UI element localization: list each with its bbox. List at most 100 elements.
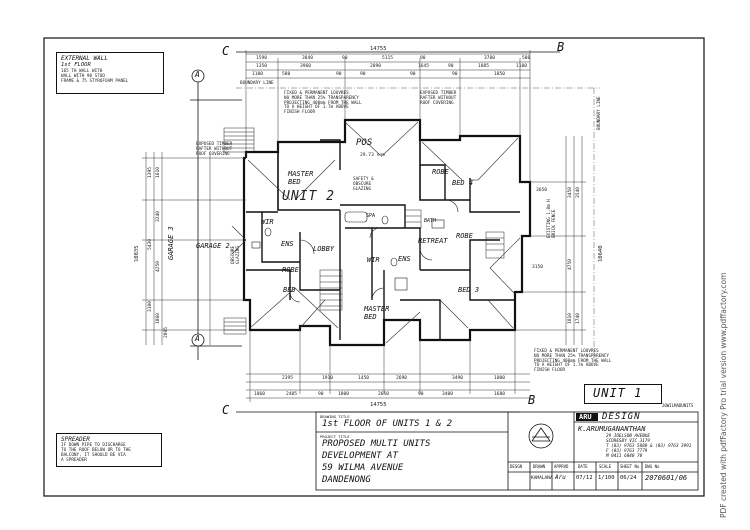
right-dim-1: 3540 [576,186,581,198]
basin-u2 [251,241,261,249]
left-dim-4: 4250 [156,260,161,272]
section-marker-c-top: C [222,44,230,58]
top-dim-1-5: 3780 [484,56,496,61]
section-marker-b-bottom: B [528,393,536,407]
section-marker-a-top: A [195,70,200,79]
section-marker-a-bottom: A [195,334,200,343]
tb-value-apprvd: Aru [555,474,566,481]
bottom-dim-2-4: 2650 [378,392,390,397]
top-dim-2-0: 1350 [256,64,268,69]
wall-u1-3 [469,178,520,213]
right-dim-4: 1740 [576,312,581,324]
top-dim-3-1: 580 [282,72,291,77]
spreader-note: SPREADER IF DOWN PIPE TO DISCHARGE TO TH… [56,433,162,467]
section-marker-c-bottom: C [222,403,230,417]
tb-drawing-title: 1st FLOOR OF UNITS 1 & 2 [322,419,453,429]
spreader-title: SPREADER [61,436,90,443]
vanity-u1 [431,219,445,229]
room-wir-u1: WIR [367,256,380,264]
right-dim-6: 3650 [536,188,548,193]
room-pos-area: 29.73 sqm [360,153,385,158]
room-spa: SPA [366,213,376,219]
dimension-lines [142,50,586,402]
top-dim-1-1: 3840 [302,56,314,61]
note-existing-fence: EXISTING 1.8m H BRICK FENCE [547,199,557,238]
room-bed-3: BED 3 [458,286,480,294]
top-dim-1-4: 90 [420,56,426,61]
boundary-lines [236,87,600,360]
top-dim-2-2: 2890 [370,64,382,69]
note-boundary-right: BOUNDARY LINE [597,96,602,130]
note-boundary-top: BOUNDARY LINE [240,81,274,86]
room-pos: POS [356,138,373,148]
tb-company-suffix: DESIGN [602,412,641,422]
bottom-dim-2-6: 3400 [442,392,454,397]
tb-project-line-4: DANDENONG [322,475,371,485]
bottom-dim-1-1: 1910 [322,376,334,381]
stairs [223,127,505,335]
bottom-dim-1-2: 1450 [358,376,370,381]
wall-u1-1 [419,140,470,201]
tb-header-dwg: DWG No [645,464,660,469]
right-dim-2: 4750 [568,258,573,270]
aru-logo-block [576,413,598,421]
spreader-line-1: IF DOWN PIPE TO DISCHARGE [61,443,126,448]
section-lines [190,51,560,413]
left-dim-7: 2895 [164,326,169,338]
right-dim-0: 3450 [568,186,573,198]
bottom-dim-2-3: 1800 [338,392,350,397]
external-wall-line-3: FRAME & 75 STYROFOAM PANEL [61,79,129,84]
tb-project-line-1: PROPOSED MULTI UNITS [322,439,431,449]
tb-contact-line-5: M 0411 6040 70 [606,454,643,459]
bottom-dim-2-5: 90 [418,392,424,397]
room-robe-u2: ROBE [282,266,299,274]
tb-header-sheet: SHEET No [620,464,640,469]
external-wall-title: EXTERNAL WALL [61,55,108,62]
left-dim-0: 1395 [148,166,153,178]
tb-value-scale: 1/100 [598,475,615,481]
top-dim-2-4: 90 [448,64,454,69]
left-dim-1: 1610 [156,166,161,178]
note-safety-glazing: SAFETY & OBSCURE GLAZING [353,177,374,192]
left-dim-2: 3240 [156,210,161,222]
roof-hip-lines [231,121,521,344]
note-obscure-glazing: OBSCURE GLAZING [231,245,241,264]
unit-label: UNIT 1 [593,386,643,400]
tb-drawing-title-label: DRAWING TITLE [320,414,350,419]
right-dim-5: 3150 [532,265,544,270]
tb-contact-line-1: 29 JOELSON AVENUE [606,434,650,439]
wall-u2-1 [277,152,340,211]
tb-contact-line-2: SCORESBY VIC 3179 [606,439,650,444]
tb-project-line-2: DEVELOPMENT AT [322,451,398,461]
room-master-bed-u2: MASTER BED [288,170,314,186]
tb-contact-name: K.ARUMUGANANTHAN [578,425,646,433]
top-dim-3-0: 1100 [252,72,264,77]
wall-center-2 [345,227,421,270]
wall-u2-7 [320,139,341,170]
fixtures [251,199,459,303]
tb-header-date: DATE [578,464,588,469]
room-retreat: RETREAT [418,237,448,245]
wall-u1-5 [469,270,515,301]
tb-header-drawn: DRAWN [533,464,546,469]
spreader-line-3: BALCONY, IT SHOULD BE VIA [61,453,126,458]
top-dim-3-3: 90 [360,72,366,77]
overall-dim-left: 10835 [134,245,140,262]
overall-dim-right: 10640 [598,245,604,262]
title-block-frame [315,411,699,491]
room-garage-2: GARAGE 2 [196,242,230,250]
note-timber-left: EXPOSED TIMBER RAFTER WITHOUT ROOF COVER… [196,142,233,157]
top-dim-2-5: 1885 [478,64,490,69]
wall-u2-3 [261,212,300,263]
bottom-dim-1-3: 2690 [396,376,408,381]
room-bed-u2: BED [283,286,296,294]
tb-company-prefix: ARU [579,413,592,421]
spa-tub [344,211,368,223]
room-ens-u1: ENS [398,255,411,263]
top-dim-1-0: 1590 [256,56,268,61]
overall-dim-top: 14755 [370,46,387,52]
room-lobby: LOBBY [313,245,335,253]
toilet-u1 [390,257,398,267]
top-dim-3-4: 90 [410,72,416,77]
sheet-border [43,37,705,497]
